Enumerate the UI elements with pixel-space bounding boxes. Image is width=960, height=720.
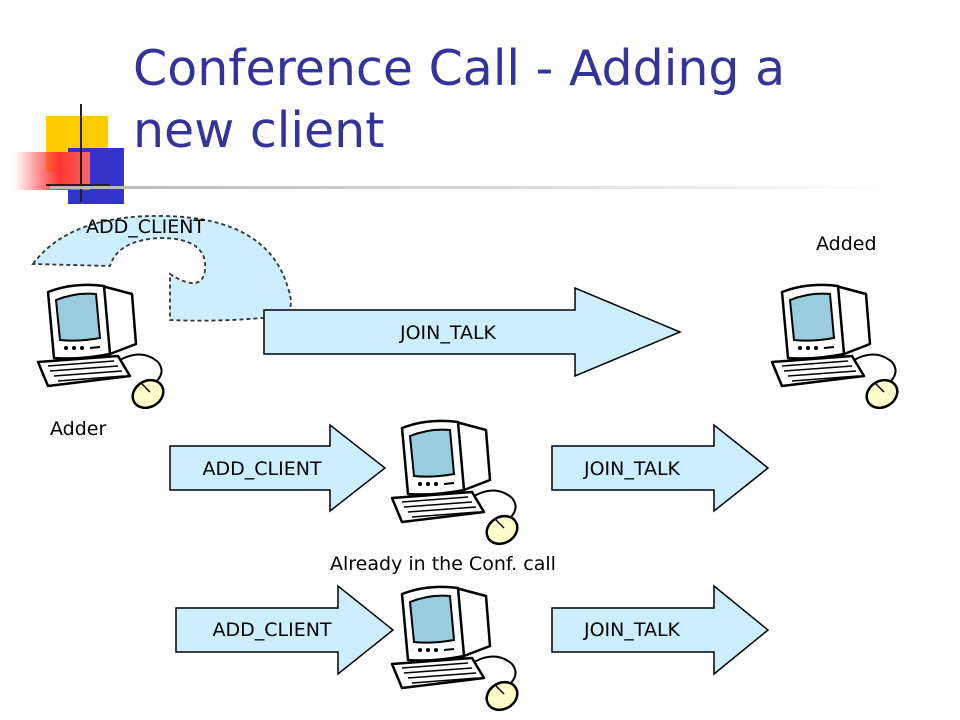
join-talk-arrow-top [263,286,682,378]
slide-title-line-2: new client [133,102,385,159]
computer-icon [390,419,524,551]
computer-icon [390,585,524,717]
join-talk-label-top: JOIN_TALK [399,322,497,344]
add-client-label-bottom: ADD_CLIENT [212,619,332,641]
computer-icon [36,283,170,415]
adder-label: Adder [50,418,107,440]
add-client-arrow-bottom [175,584,395,676]
add-client-arrow-middle [169,423,387,513]
join-talk-arrow-middle [551,423,770,513]
loop-arrow [31,215,292,322]
computer-icon [770,283,904,415]
slide-title-line-1: Conference Call - Adding a [133,40,786,97]
decor-vertical-line [80,104,82,202]
join-talk-arrow-bottom [551,584,770,676]
added-label: Added [816,233,877,255]
title-underline [50,186,900,189]
add-client-label-middle: ADD_CLIENT [202,458,322,480]
join-talk-label-middle: JOIN_TALK [583,458,681,480]
decor-horizontal-line [46,184,110,186]
loop-message-label: ADD_CLIENT [86,216,206,238]
join-talk-label-bottom: JOIN_TALK [583,619,681,641]
slide-title: Conference Call - Adding a new client [133,38,933,162]
decor-red-bar [14,152,90,190]
already-in-call-label: Already in the Conf. call [330,553,556,575]
